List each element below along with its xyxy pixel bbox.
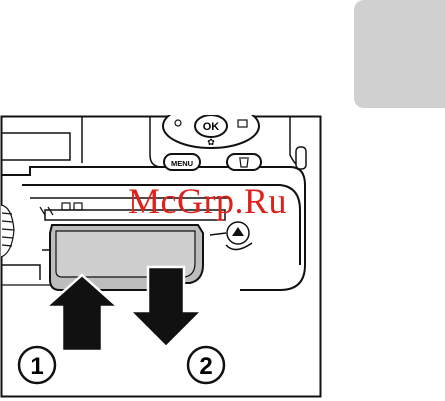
ok-button-label: OK — [203, 121, 220, 133]
watermark: McGrp.Ru — [128, 180, 287, 222]
chapter-side-tab — [354, 0, 445, 108]
delete-button — [227, 154, 261, 170]
step-2-label: 2 — [199, 353, 212, 380]
step-1-label: 1 — [30, 353, 43, 380]
macro-icon: ✿ — [207, 138, 215, 148]
step-2-badge: 2 — [188, 347, 224, 383]
strap-eyelet — [296, 147, 306, 169]
memory-card-illustration: OK ✿ MENU — [0, 115, 322, 398]
menu-button-label: MENU — [171, 159, 193, 168]
step-1-badge: 1 — [19, 347, 55, 383]
